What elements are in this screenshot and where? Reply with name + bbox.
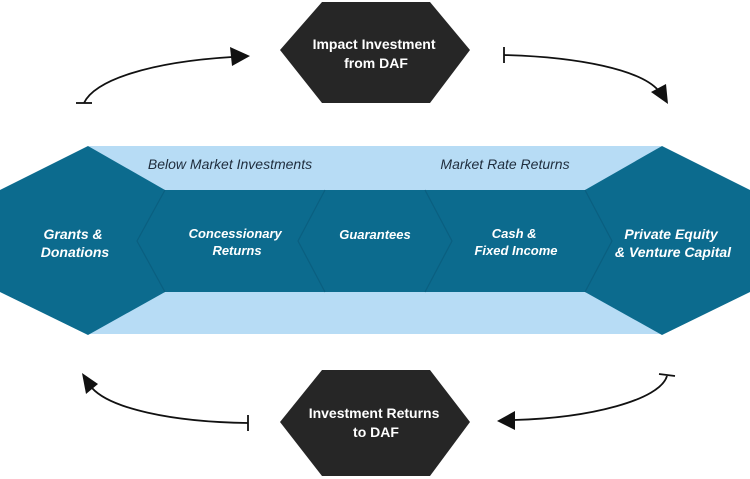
arrow-bottom-right [513, 375, 668, 421]
arrow-top-left [83, 56, 233, 104]
investment-returns-label: Investment Returns to DAF [309, 405, 444, 440]
divider-1 [136, 189, 166, 293]
private-equity-hexagon [585, 146, 750, 335]
cell-private-equity-label: Private Equity & Venture Capital [615, 226, 732, 260]
market-rate-label: Market Rate Returns [440, 156, 569, 172]
arrow-top-right [503, 54, 659, 91]
cell-guarantees-label: Guarantees [339, 227, 411, 242]
grants-hexagon [0, 146, 165, 335]
divider-3 [424, 189, 453, 293]
impact-investment-node [280, 2, 470, 103]
investment-returns-node [280, 370, 470, 476]
divider-2 [297, 189, 326, 293]
impact-investment-label: Impact Investment from DAF [313, 36, 440, 71]
arrow-bottom-right-tee [658, 373, 676, 377]
arrow-bottom-left [91, 387, 249, 424]
cell-cash-label: Cash & Fixed Income [474, 226, 557, 258]
arrow-bottom-left-head [82, 373, 98, 394]
below-market-label: Below Market Investments [148, 156, 312, 172]
cell-grants-label: Grants & Donations [41, 226, 110, 260]
arrow-top-right-head [651, 84, 668, 104]
arrow-bottom-right-head [497, 411, 515, 430]
divider-4 [584, 189, 613, 293]
cell-concessionary-label: Concessionary Returns [189, 226, 286, 258]
arrow-top-left-head [230, 47, 250, 66]
